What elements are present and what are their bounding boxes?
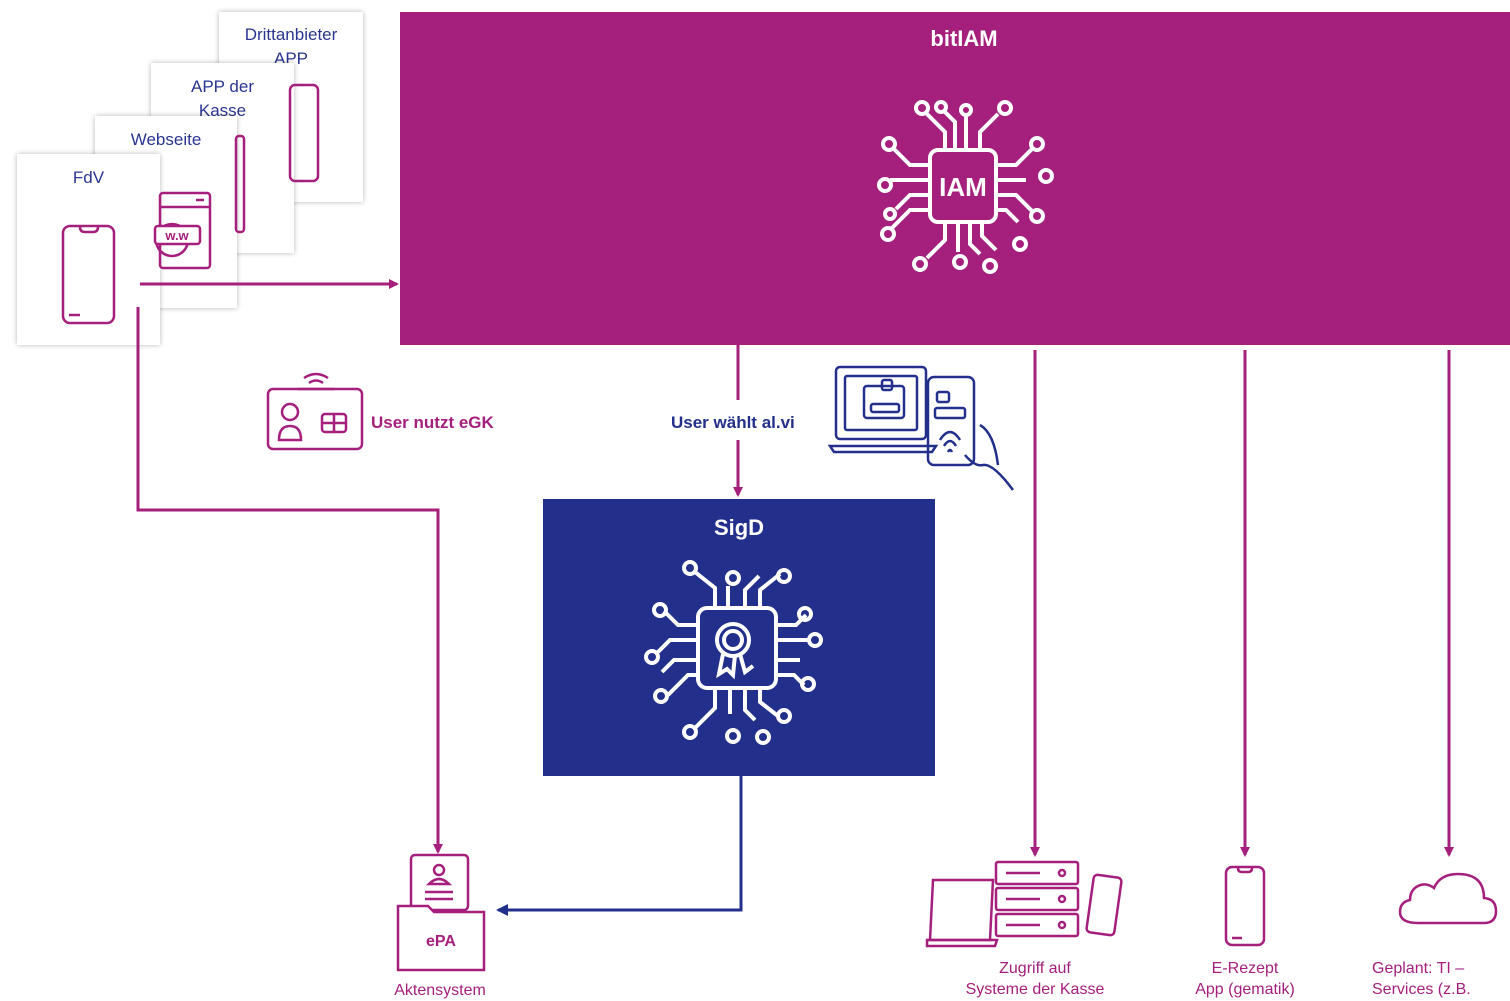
- cloud-icon: [1398, 872, 1498, 925]
- server-devices-icon: [925, 860, 1123, 948]
- epa-caption: Aktensystem: [394, 982, 486, 999]
- alvi-label: User wählt al.vi: [671, 413, 795, 432]
- bitiam-box: bitIAM: [400, 12, 1510, 345]
- connectors: [136, 279, 1454, 916]
- folder-document-icon: ePA: [396, 853, 486, 972]
- target-caption-ti: Geplant: TI – Services (z.B.: [1372, 960, 1471, 998]
- browser-icon: w.w: [153, 191, 212, 270]
- chip-label: IAM: [939, 172, 987, 202]
- certificate-chip-icon: [644, 560, 823, 745]
- card-fdv: FdV: [17, 154, 160, 345]
- sigd-box: SigD: [543, 499, 935, 776]
- egk-label: User nutzt eGK: [371, 413, 494, 432]
- card-title: FdV: [72, 168, 105, 187]
- sigd-title: SigD: [713, 515, 765, 540]
- card-title: Webseite: [130, 130, 202, 149]
- card-title: APP der Kasse: [190, 77, 254, 120]
- fdv-to-epa-arrow: [136, 307, 443, 854]
- circuit-chip-icon: IAM: [877, 100, 1054, 274]
- browser-icon-text: w.w: [164, 228, 189, 243]
- kasse-phone-icon: [234, 134, 246, 234]
- epa-badge: ePA: [426, 933, 456, 950]
- bitiam-title: bitIAM: [930, 26, 998, 51]
- erezept-phone-icon: [1224, 865, 1266, 947]
- drittanbieter-phone-icon: [288, 83, 320, 183]
- egk-card-icon: [266, 372, 364, 451]
- target-caption-systeme: Zugriff auf Systeme der Kasse: [965, 960, 1105, 998]
- fdv-phone-icon: [61, 224, 116, 325]
- sigd-to-epa-arrow: [496, 776, 743, 916]
- target-caption-erezept: E-Rezept App (gematik): [1195, 960, 1295, 998]
- login-devices-icon: [827, 365, 1015, 491]
